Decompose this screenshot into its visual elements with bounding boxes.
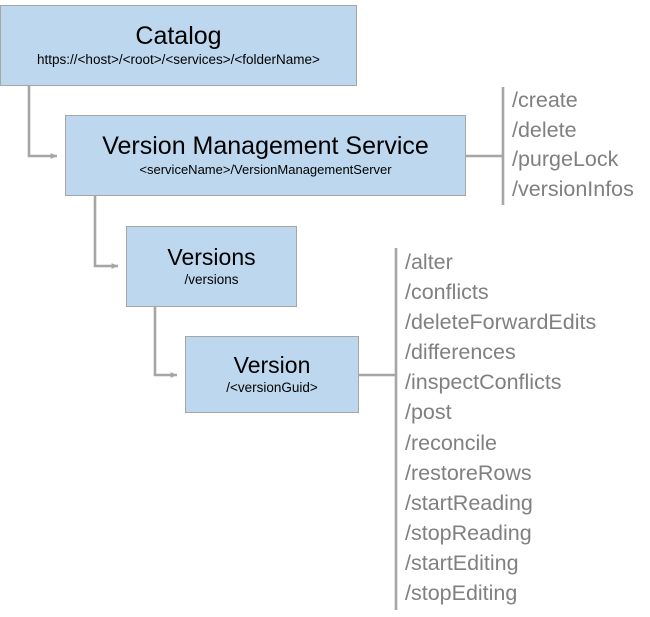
operation-item: /differences: [405, 340, 516, 365]
node-versions: Versions /versions: [126, 226, 297, 307]
operation-item: /create: [512, 88, 578, 112]
operation-item: /restoreRows: [405, 460, 532, 485]
operation-item: /versionInfos: [512, 176, 634, 201]
version-operations-list: /alter/conflicts/deleteForwardEdits/diff…: [405, 247, 596, 608]
operation-item: /deleteForwardEdits: [405, 310, 597, 335]
brace-service-operations: [466, 87, 505, 205]
operation-item: /stopEditing: [405, 581, 518, 606]
connector-service-to-versions: [93, 196, 119, 269]
node-version-management-service-title: Version Management Service: [102, 132, 429, 161]
operation-item: /startReading: [405, 490, 533, 515]
operation-item: /conflicts: [405, 280, 489, 305]
node-catalog: Catalog https://<host>/<root>/<services>…: [0, 5, 357, 86]
operation-item: /startEditing: [405, 550, 519, 575]
connector-versions-to-version: [153, 307, 178, 378]
node-version-subtitle: /<versionGuid>: [226, 380, 318, 396]
operation-item: /delete: [512, 117, 577, 142]
node-version-management-service: Version Management Service <serviceName>…: [65, 115, 466, 196]
connector-catalog-to-service: [27, 86, 58, 159]
service-operations-list: /create/delete/purgeLock/versionInfos: [512, 86, 634, 204]
operation-item: /reconcile: [405, 430, 498, 455]
node-version: Version /<versionGuid>: [185, 336, 359, 413]
node-version-management-service-subtitle: <serviceName>/VersionManagementServer: [139, 161, 392, 177]
operation-item: /stopReading: [405, 520, 532, 545]
node-catalog-subtitle: https://<host>/<root>/<services>/<folder…: [37, 52, 320, 68]
brace-version-operations: [359, 248, 398, 610]
operation-item: /alter: [405, 250, 453, 274]
operation-item: /post: [405, 400, 452, 425]
operation-item: /inspectConflicts: [405, 370, 562, 395]
operation-item: /purgeLock: [512, 147, 619, 171]
node-catalog-title: Catalog: [135, 22, 222, 51]
node-versions-title: Versions: [167, 244, 256, 271]
node-versions-subtitle: /versions: [184, 272, 239, 288]
node-version-title: Version: [233, 352, 311, 379]
